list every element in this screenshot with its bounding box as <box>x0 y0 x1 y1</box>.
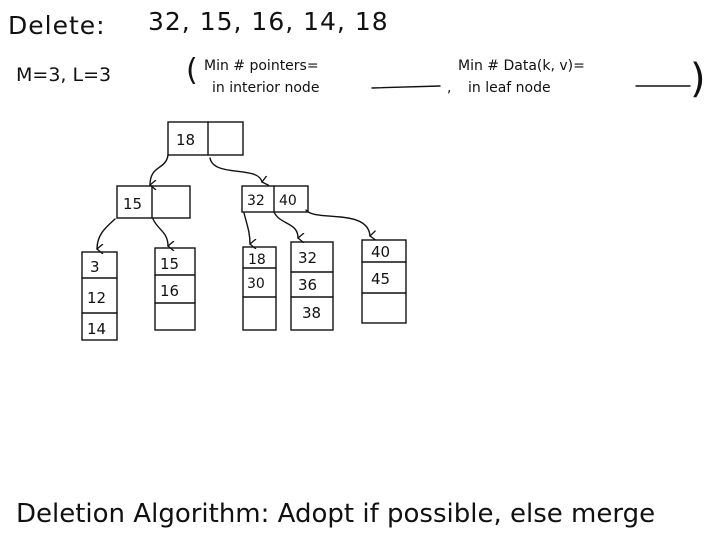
pointer-arrow <box>243 212 250 244</box>
deletion-algorithm-note: Deletion Algorithm: Adopt if possible, e… <box>16 499 655 529</box>
leaf-4-entry-3: 38 <box>302 304 321 322</box>
separator-comma: , <box>447 80 451 96</box>
interior-node-right: 32 40 <box>241 185 309 213</box>
pointer-arrow <box>305 209 370 236</box>
leaf-3-entry-1: 18 <box>248 252 266 268</box>
leaf-2-entry-2: 16 <box>160 282 179 300</box>
leaf-node-3: 18 30 <box>242 246 277 331</box>
min-pointers-label: Min # pointers= <box>204 58 319 74</box>
leaf-node-5: 40 45 <box>361 239 407 324</box>
open-paren: ( <box>186 53 198 88</box>
pointer-arrow <box>273 211 298 238</box>
pointer-arrow <box>97 218 116 249</box>
leaf-node-2: 15 16 <box>154 247 196 331</box>
leaf-1-entry-1: 3 <box>90 258 100 276</box>
leaf-4-entry-1: 32 <box>298 249 317 267</box>
order-params: M=3, L=3 <box>16 64 111 86</box>
leaf-2-entry-1: 15 <box>160 255 179 273</box>
leaf-1-entry-3: 14 <box>87 320 106 338</box>
delete-label: Delete: <box>8 11 106 40</box>
pointer-arrow <box>209 157 262 182</box>
min-pointers-sublabel: in interior node <box>212 80 319 96</box>
leaf-5-entry-1: 40 <box>371 243 390 261</box>
root-key-1: 18 <box>176 131 195 149</box>
min-data-label: Min # Data(k, v)= <box>458 58 585 74</box>
leaf-4-entry-2: 36 <box>298 276 317 294</box>
leaf-node-4: 32 36 38 <box>290 241 334 331</box>
close-paren: ) <box>690 56 706 102</box>
delete-keys: 32, 15, 16, 14, 18 <box>148 7 389 36</box>
interior-node-left: 15 <box>116 185 191 219</box>
leaf-node-1: 3 12 14 <box>81 251 118 341</box>
root-node: 18 <box>167 121 244 156</box>
leaf-3-entry-2: 30 <box>247 276 265 292</box>
interior-right-key-1: 32 <box>247 193 265 209</box>
interior-left-key-1: 15 <box>123 195 142 213</box>
leaf-1-entry-2: 12 <box>87 289 106 307</box>
leaf-5-entry-2: 45 <box>371 270 390 288</box>
pointer-arrow <box>152 218 168 246</box>
pointer-arrow <box>150 154 169 185</box>
interior-right-key-2: 40 <box>279 193 297 209</box>
min-pointers-blank <box>371 85 441 89</box>
min-data-sublabel: in leaf node <box>468 80 551 96</box>
